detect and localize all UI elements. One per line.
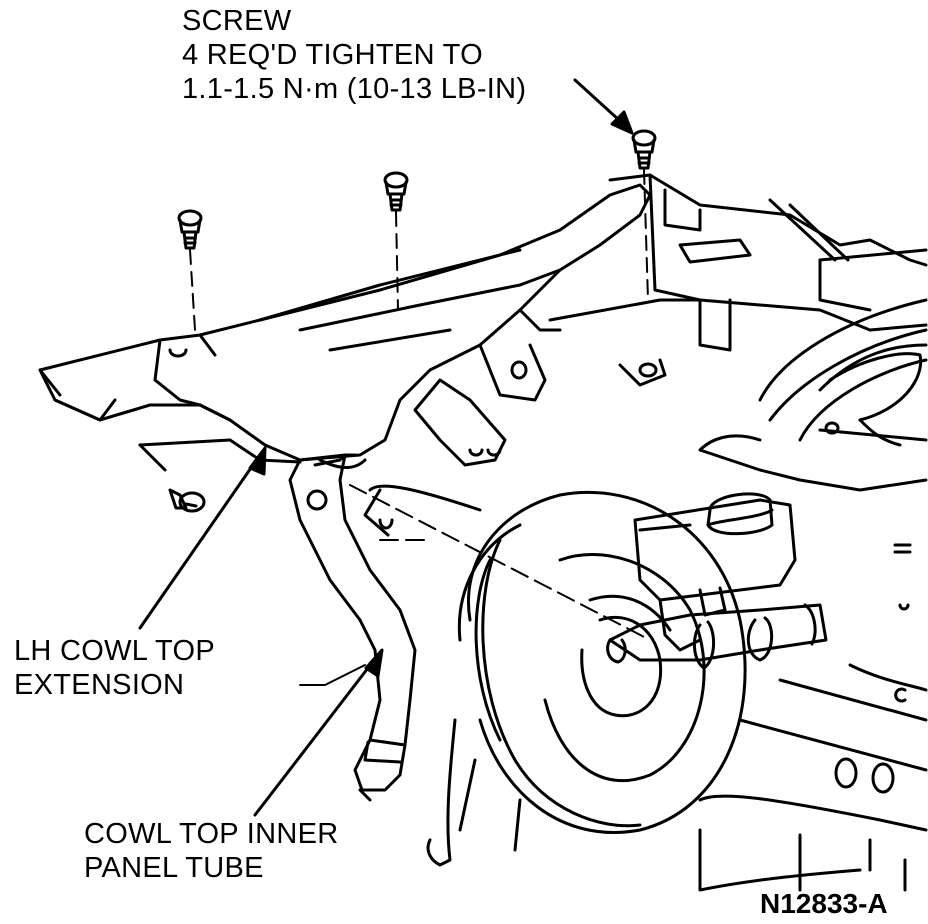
cowl-top-inner-panel-tube-part [288,453,482,802]
screw-callout-line1: SCREW [182,5,292,37]
callout-leaders [138,78,634,817]
lh-cowl-top-extension-line1: LH COWL TOP [14,635,215,667]
lh-cowl-top-extension-leader-arrowhead [248,446,267,476]
firewall-structure [548,173,928,892]
lh-cowl-top-extension-line2: EXTENSION [14,669,185,701]
tube-bracket-leader [299,664,366,686]
screw-leader-arrowhead [610,110,634,135]
cowl-top-inner-panel-tube-callout: COWL TOP INNER PANEL TUBE [84,817,339,885]
screw-4 [168,488,206,513]
screw-2 [383,171,409,212]
lh-cowl-top-extension-callout: LH COWL TOP EXTENSION [14,634,215,702]
cowl-top-inner-panel-tube-line1: COWL TOP INNER [84,818,339,850]
screw-parts [168,129,657,513]
screw-callout-line3: 1.1-1.5 N·m (10-13 LB-IN) [182,73,527,105]
lh-cowl-top-extension-part [38,183,652,472]
screw-alignment-lines [189,169,649,331]
screw-3 [631,129,657,170]
screw-callout-line2: 4 REQ'D TIGHTEN TO [182,39,483,71]
master-cylinder-part [606,492,828,670]
screw-1 [177,209,203,250]
cowl-top-inner-panel-tube-leader-line [253,653,380,817]
brake-booster-part [426,490,747,867]
cowl-top-inner-panel-tube-line2: PANEL TUBE [84,852,264,884]
figure-id: N12833-A [760,888,888,919]
lh-cowl-top-extension-leader-line [138,450,264,630]
booster-centerline [349,484,651,641]
screw-callout: SCREW 4 REQ'D TIGHTEN TO 1.1-1.5 N·m (10… [182,4,526,106]
cowl-top-inner-panel-tube-leader-arrowhead [364,648,384,678]
